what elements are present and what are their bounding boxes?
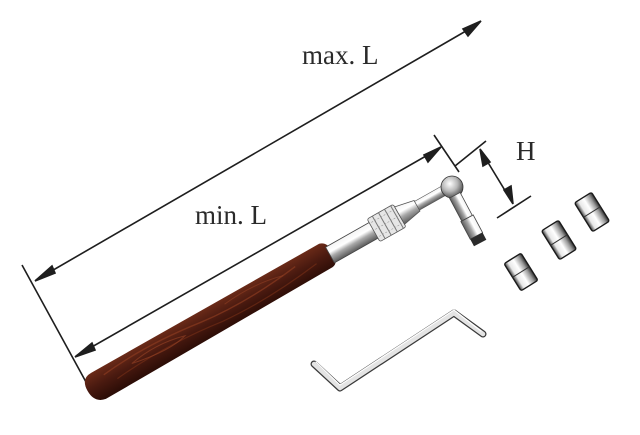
min-l-arrow-left-icon bbox=[74, 341, 97, 358]
knurled-collar bbox=[367, 204, 406, 242]
hex-key bbox=[310, 309, 487, 392]
spare-sockets bbox=[504, 192, 610, 291]
head-socket bbox=[448, 191, 487, 247]
h-lower-extension-line bbox=[496, 195, 532, 219]
left-extension-line bbox=[21, 264, 87, 383]
tuning-hammer bbox=[84, 175, 487, 400]
height-label: H bbox=[516, 136, 536, 166]
socket-1 bbox=[504, 253, 538, 291]
min-l-arrow-right-icon bbox=[422, 146, 442, 164]
h-arrow-bottom-icon bbox=[502, 184, 514, 205]
socket-2 bbox=[541, 220, 577, 260]
min-length-label: min. L bbox=[195, 200, 267, 230]
socket-3 bbox=[574, 192, 610, 232]
max-l-arrow-left-icon bbox=[34, 264, 57, 282]
head-extension-line bbox=[433, 134, 460, 173]
dimension-lines bbox=[21, 20, 532, 383]
max-l-arrow-right-icon bbox=[461, 20, 482, 38]
chrome-shaft bbox=[325, 186, 447, 264]
min-l-dimension-line bbox=[75, 147, 441, 357]
max-length-label: max. L bbox=[302, 40, 379, 70]
h-arrow-top-icon bbox=[479, 148, 492, 168]
h-upper-extension-line bbox=[454, 140, 487, 167]
wooden-handle bbox=[84, 243, 336, 400]
max-l-dimension-line bbox=[35, 23, 479, 281]
